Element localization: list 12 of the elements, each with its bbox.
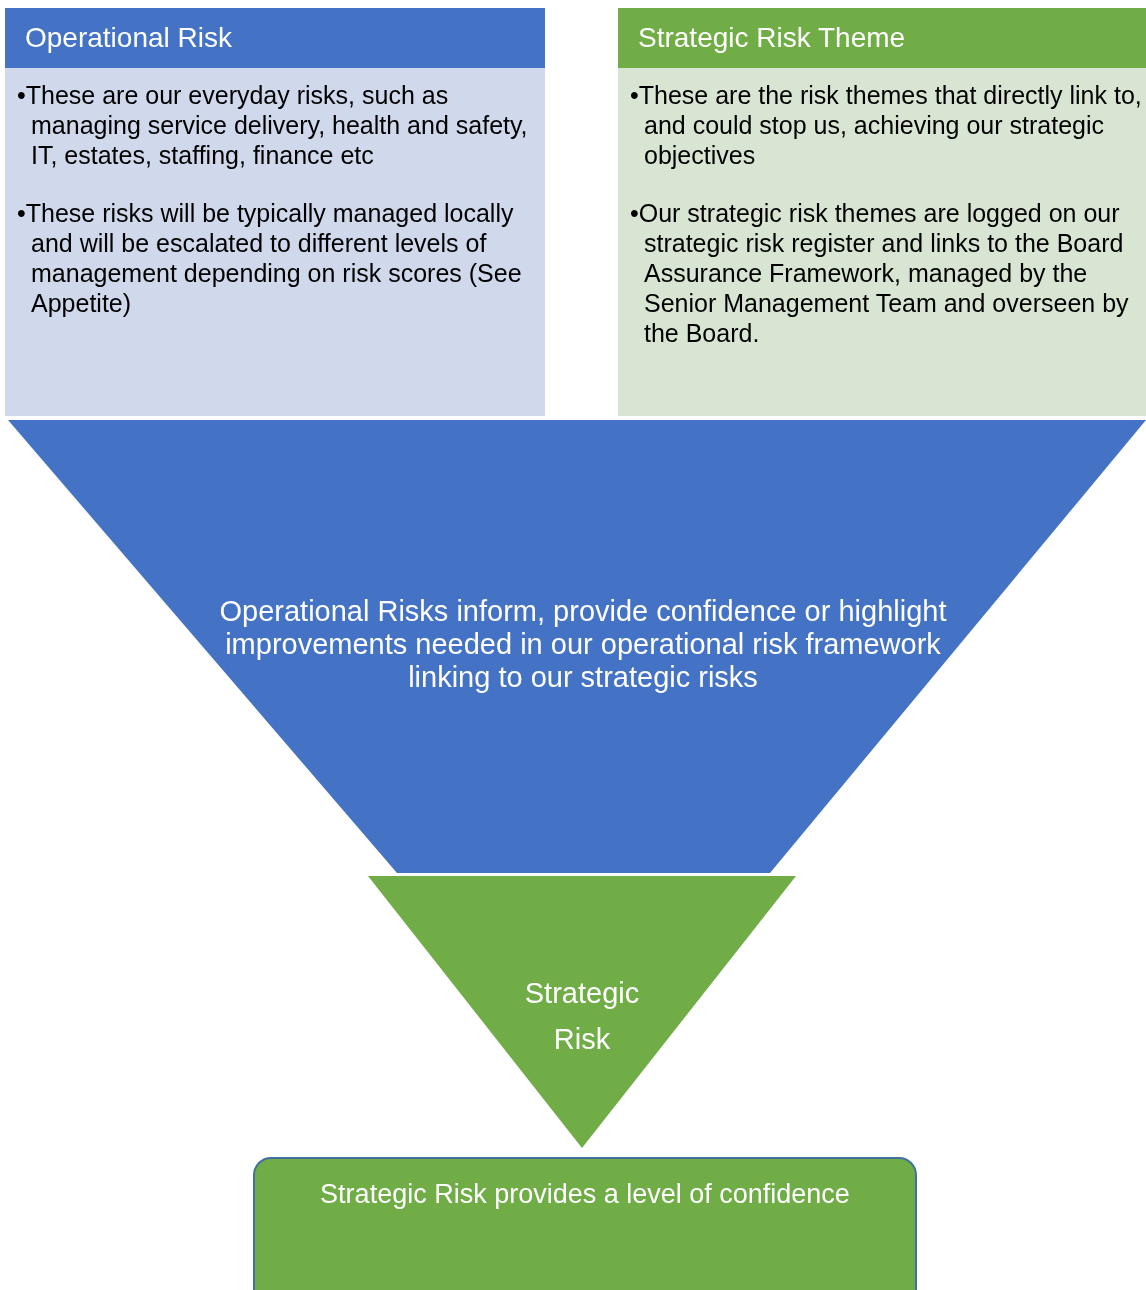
bullet-text: •These are our everyday risks, such as managing service delivery, health and safety, IT, estates, staffing, finance etc: [17, 80, 529, 170]
card-header: Operational Risk: [5, 8, 545, 68]
outcome-text: Strategic Risk provides a level of confidence: [320, 1178, 850, 1211]
bullet-text: •These are the risk themes that directly link to, and could stop us, achieving our strategic objectives: [630, 80, 1142, 170]
triangle-text: Strategic Risk: [523, 976, 641, 1057]
outcome-box: [253, 1157, 917, 1290]
funnel-text: Operational Risks inform, provide confidence or highlight improvements needed in our operational risk framework linking to our strategic risks: [218, 595, 948, 694]
card-header: Strategic Risk Theme: [618, 8, 1146, 68]
bullet-text: •These risks will be typically managed locally and will be escalated to different levels of management depending on risk scores (See Appetite): [17, 198, 523, 318]
info-card: [618, 8, 1146, 416]
bullet-text: •Our strategic risk themes are logged on our strategic risk register and links to the Board Assurance Framework, managed by the Senior Management Team and overseen by the Board.: [630, 198, 1130, 348]
info-card: [5, 8, 545, 416]
